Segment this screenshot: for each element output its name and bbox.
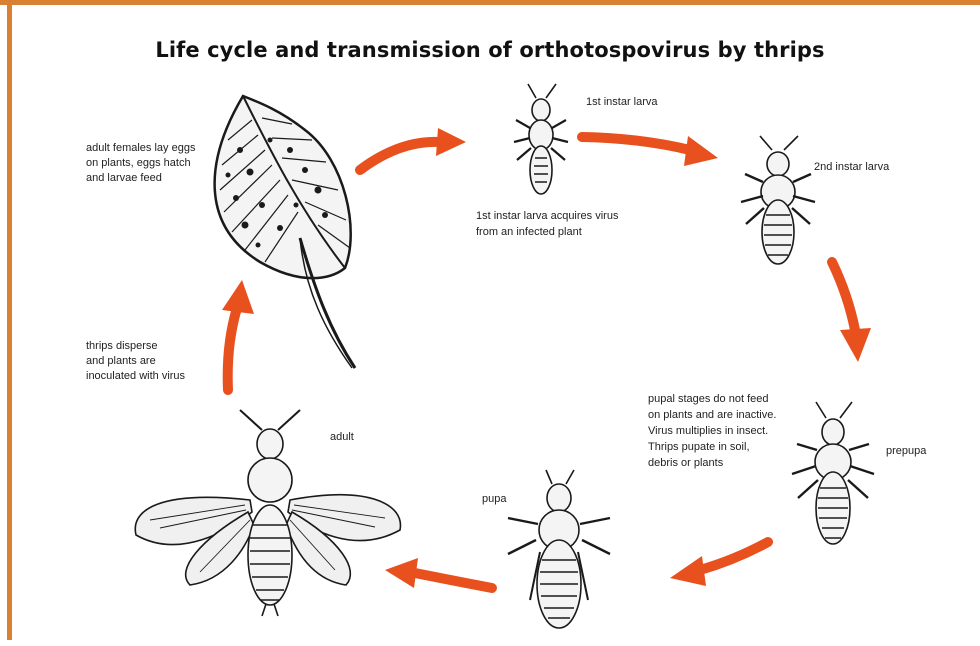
note-pupal: pupal stages do not feed on plants and a… [648, 393, 776, 469]
note-pupal-line: Thrips pupate in soil, [648, 441, 750, 453]
note-disperse-line: inoculated with virus [86, 370, 186, 382]
note-acquire-line: from an infected plant [476, 226, 582, 238]
label-pupa: pupa [482, 493, 507, 505]
label-prepupa: prepupa [886, 445, 927, 457]
note-pupal-line: debris or plants [648, 457, 724, 469]
note-disperse-line: and plants are [86, 355, 156, 367]
note-pupal-line: Virus multiplies in insect. [648, 425, 768, 437]
second-instar-larva-illustration [741, 136, 815, 264]
pupa-illustration [508, 470, 610, 628]
label-first-instar-larva: 1st instar larva [586, 96, 658, 108]
note-leaf-line: and larvae feed [86, 172, 162, 184]
note-pupal-line: pupal stages do not feed [648, 393, 768, 405]
note-leaf-line: on plants, eggs hatch [86, 157, 191, 169]
arrow-larva1-to-larva2 [582, 136, 718, 166]
note-leaf: adult females lay eggs on plants, eggs h… [86, 142, 196, 184]
adult-thrips-illustration [135, 410, 400, 616]
arrow-prepupa-to-pupa [670, 542, 768, 586]
note-acquire: 1st instar larva acquires virus from an … [476, 210, 619, 238]
note-leaf-line: adult females lay eggs [86, 142, 196, 154]
arrow-pupa-to-adult [385, 558, 492, 588]
note-disperse-line: thrips disperse [86, 340, 158, 352]
prepupa-illustration [792, 402, 874, 544]
label-second-instar-larva: 2nd instar larva [814, 161, 890, 173]
first-instar-larva-illustration [514, 84, 568, 194]
arrow-leaf-to-larva1 [360, 128, 466, 170]
arrow-adult-to-leaf [222, 280, 254, 390]
note-acquire-line: 1st instar larva acquires virus [476, 210, 619, 222]
note-disperse: thrips disperse and plants are inoculate… [86, 340, 186, 382]
note-pupal-line: on plants and are inactive. [648, 409, 776, 421]
arrow-larva2-to-prepupa [832, 262, 871, 362]
label-adult: adult [330, 431, 354, 443]
